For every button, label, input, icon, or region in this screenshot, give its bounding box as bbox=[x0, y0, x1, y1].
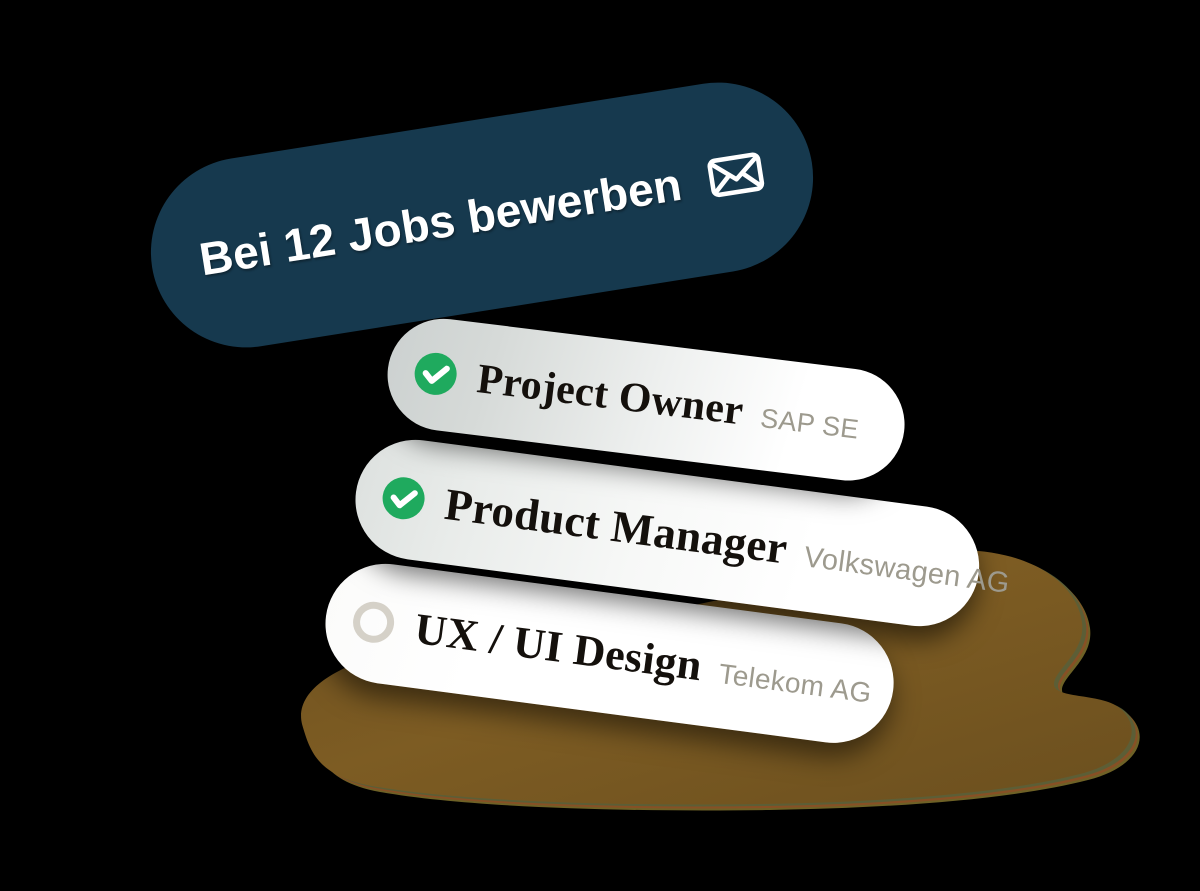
job-card-product-manager[interactable]: Product Manager Volkswagen AG bbox=[348, 432, 1012, 634]
job-company-label: Volkswagen AG bbox=[802, 541, 1012, 600]
job-role-label: Project Owner bbox=[474, 356, 746, 435]
job-role-label: Product Manager bbox=[441, 478, 791, 574]
check-circle-icon[interactable] bbox=[377, 471, 431, 525]
job-card-content: Project Owner SAP SE bbox=[385, 344, 862, 449]
check-circle-icon[interactable] bbox=[409, 347, 462, 400]
job-card-content: Product Manager Volkswagen AG bbox=[353, 466, 1014, 604]
apply-to-jobs-button[interactable]: Bei 12 Jobs bewerben bbox=[137, 68, 827, 362]
apply-button-label: Bei 12 Jobs bewerben bbox=[195, 157, 686, 286]
envelope-icon bbox=[707, 152, 764, 198]
job-card-project-owner[interactable]: Project Owner SAP SE bbox=[381, 312, 911, 487]
job-card-ux-ui-design[interactable]: UX / UI Design Telekom AG bbox=[318, 556, 901, 751]
job-company-label: Telekom AG bbox=[716, 657, 874, 709]
job-company-label: SAP SE bbox=[758, 402, 861, 445]
job-card-content: UX / UI Design Telekom AG bbox=[323, 591, 876, 713]
empty-circle-icon[interactable] bbox=[347, 595, 401, 649]
job-role-label: UX / UI Design bbox=[412, 603, 705, 690]
